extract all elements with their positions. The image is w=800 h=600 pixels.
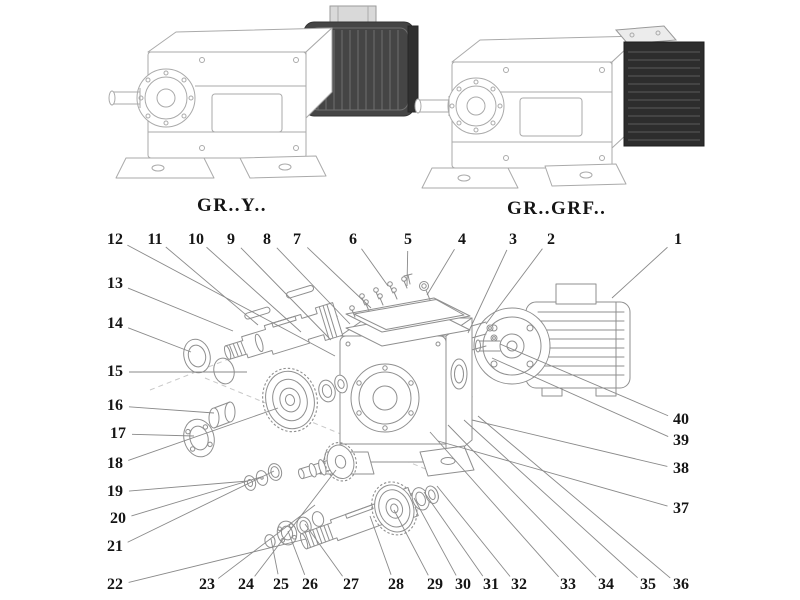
- callout-10: 10: [188, 231, 204, 248]
- leader-line-26: [287, 530, 306, 575]
- leader-line-4: [426, 249, 455, 296]
- callout-36: 36: [673, 576, 689, 593]
- callout-23: 23: [199, 576, 215, 593]
- callout-30: 30: [455, 576, 471, 593]
- variant-label-gr-y: GR..Y..: [197, 195, 267, 216]
- leader-line-39: [491, 357, 669, 437]
- leader-line-18: [128, 407, 279, 461]
- leader-line-12: [127, 244, 336, 357]
- callout-1: 1: [674, 231, 682, 248]
- leader-line-32: [436, 485, 511, 577]
- callout-20: 20: [110, 510, 126, 527]
- gr-y-drawing: [108, 5, 419, 179]
- leader-line-40: [499, 343, 669, 417]
- leader-line-27: [304, 523, 343, 577]
- mid-rings: [318, 374, 348, 403]
- callout-2: 2: [547, 231, 555, 248]
- leader-line-14: [127, 327, 192, 353]
- gr-grf-fin-block: [614, 25, 705, 147]
- leader-line-38: [471, 419, 668, 467]
- callout-17: 17: [110, 425, 126, 442]
- callout-22: 22: [107, 576, 123, 593]
- callout-25: 25: [273, 576, 289, 593]
- gr-grf-housing: [414, 35, 641, 189]
- callout-4: 4: [458, 231, 466, 248]
- top-cover-and-bolts: [345, 273, 471, 347]
- callout-40: 40: [673, 411, 689, 428]
- leader-line-24: [254, 469, 337, 577]
- leader-line-1: [611, 246, 668, 299]
- callout-34: 34: [598, 576, 614, 593]
- gr-grf-drawing: [414, 25, 705, 189]
- leader-line-19: [128, 480, 249, 492]
- leader-line-20: [131, 476, 262, 517]
- callout-28: 28: [388, 576, 404, 593]
- callout-11: 11: [147, 231, 163, 248]
- leader-line-17: [131, 433, 195, 437]
- large-gear: [262, 367, 318, 433]
- leader-line-6: [361, 248, 389, 287]
- leader-line-22: [128, 538, 307, 583]
- input-shaft-assembly: [223, 285, 344, 360]
- callout-5: 5: [404, 231, 412, 248]
- leader-line-34: [447, 424, 597, 578]
- callout-19: 19: [107, 483, 123, 500]
- leader-line-13: [127, 287, 234, 332]
- leader-line-29: [393, 509, 429, 576]
- leader-line-2: [485, 248, 543, 325]
- callout-39: 39: [673, 432, 689, 449]
- leader-line-28: [369, 515, 392, 575]
- callout-9: 9: [227, 231, 235, 248]
- callout-35: 35: [640, 576, 656, 593]
- leader-line-25: [270, 538, 279, 575]
- callout-14: 14: [107, 315, 123, 332]
- callout-31: 31: [483, 576, 499, 593]
- callout-33: 33: [560, 576, 576, 593]
- callout-3: 3: [509, 231, 517, 248]
- circlip: [213, 357, 235, 385]
- key-1: [244, 306, 271, 320]
- leader-line-37: [437, 440, 668, 507]
- leader-line-36: [477, 415, 671, 579]
- callout-21: 21: [107, 538, 123, 555]
- leader-line-35: [463, 419, 638, 578]
- callout-8: 8: [263, 231, 271, 248]
- leader-line-10: [206, 246, 302, 333]
- callout-7: 7: [293, 231, 301, 248]
- intermediate-gear-assembly: [298, 442, 357, 482]
- callout-26: 26: [302, 576, 318, 593]
- leader-line-31: [423, 491, 484, 577]
- callout-37: 37: [673, 500, 689, 517]
- leader-line-16: [128, 406, 215, 414]
- callout-18: 18: [107, 455, 123, 472]
- leader-line-9: [240, 247, 332, 341]
- callout-16: 16: [107, 397, 123, 414]
- callout-24: 24: [238, 576, 254, 593]
- leader-line-23: [217, 504, 316, 579]
- callout-15: 15: [107, 363, 123, 380]
- leader-line-7: [306, 247, 372, 309]
- callout-38: 38: [673, 460, 689, 477]
- ball-bearing: [183, 418, 215, 458]
- leader-line-11: [165, 246, 259, 326]
- leader-line-8: [276, 247, 351, 325]
- gr-y-housing: [108, 27, 333, 179]
- leader-line-3: [467, 249, 508, 334]
- callout-29: 29: [427, 576, 443, 593]
- small-washers-bearings: [243, 463, 325, 548]
- leader-line-30: [413, 497, 457, 576]
- leader-line-5: [406, 250, 409, 287]
- callout-6: 6: [349, 231, 357, 248]
- callout-27: 27: [343, 576, 359, 593]
- key-2: [285, 285, 315, 299]
- leader-line-33: [429, 431, 559, 578]
- output-shaft-assembly: [299, 481, 439, 550]
- callout-32: 32: [511, 576, 527, 593]
- callout-13: 13: [107, 275, 123, 292]
- variant-label-gr-grf: GR..GRF..: [507, 198, 607, 219]
- leader-line-21: [127, 470, 275, 543]
- callout-12: 12: [107, 231, 123, 248]
